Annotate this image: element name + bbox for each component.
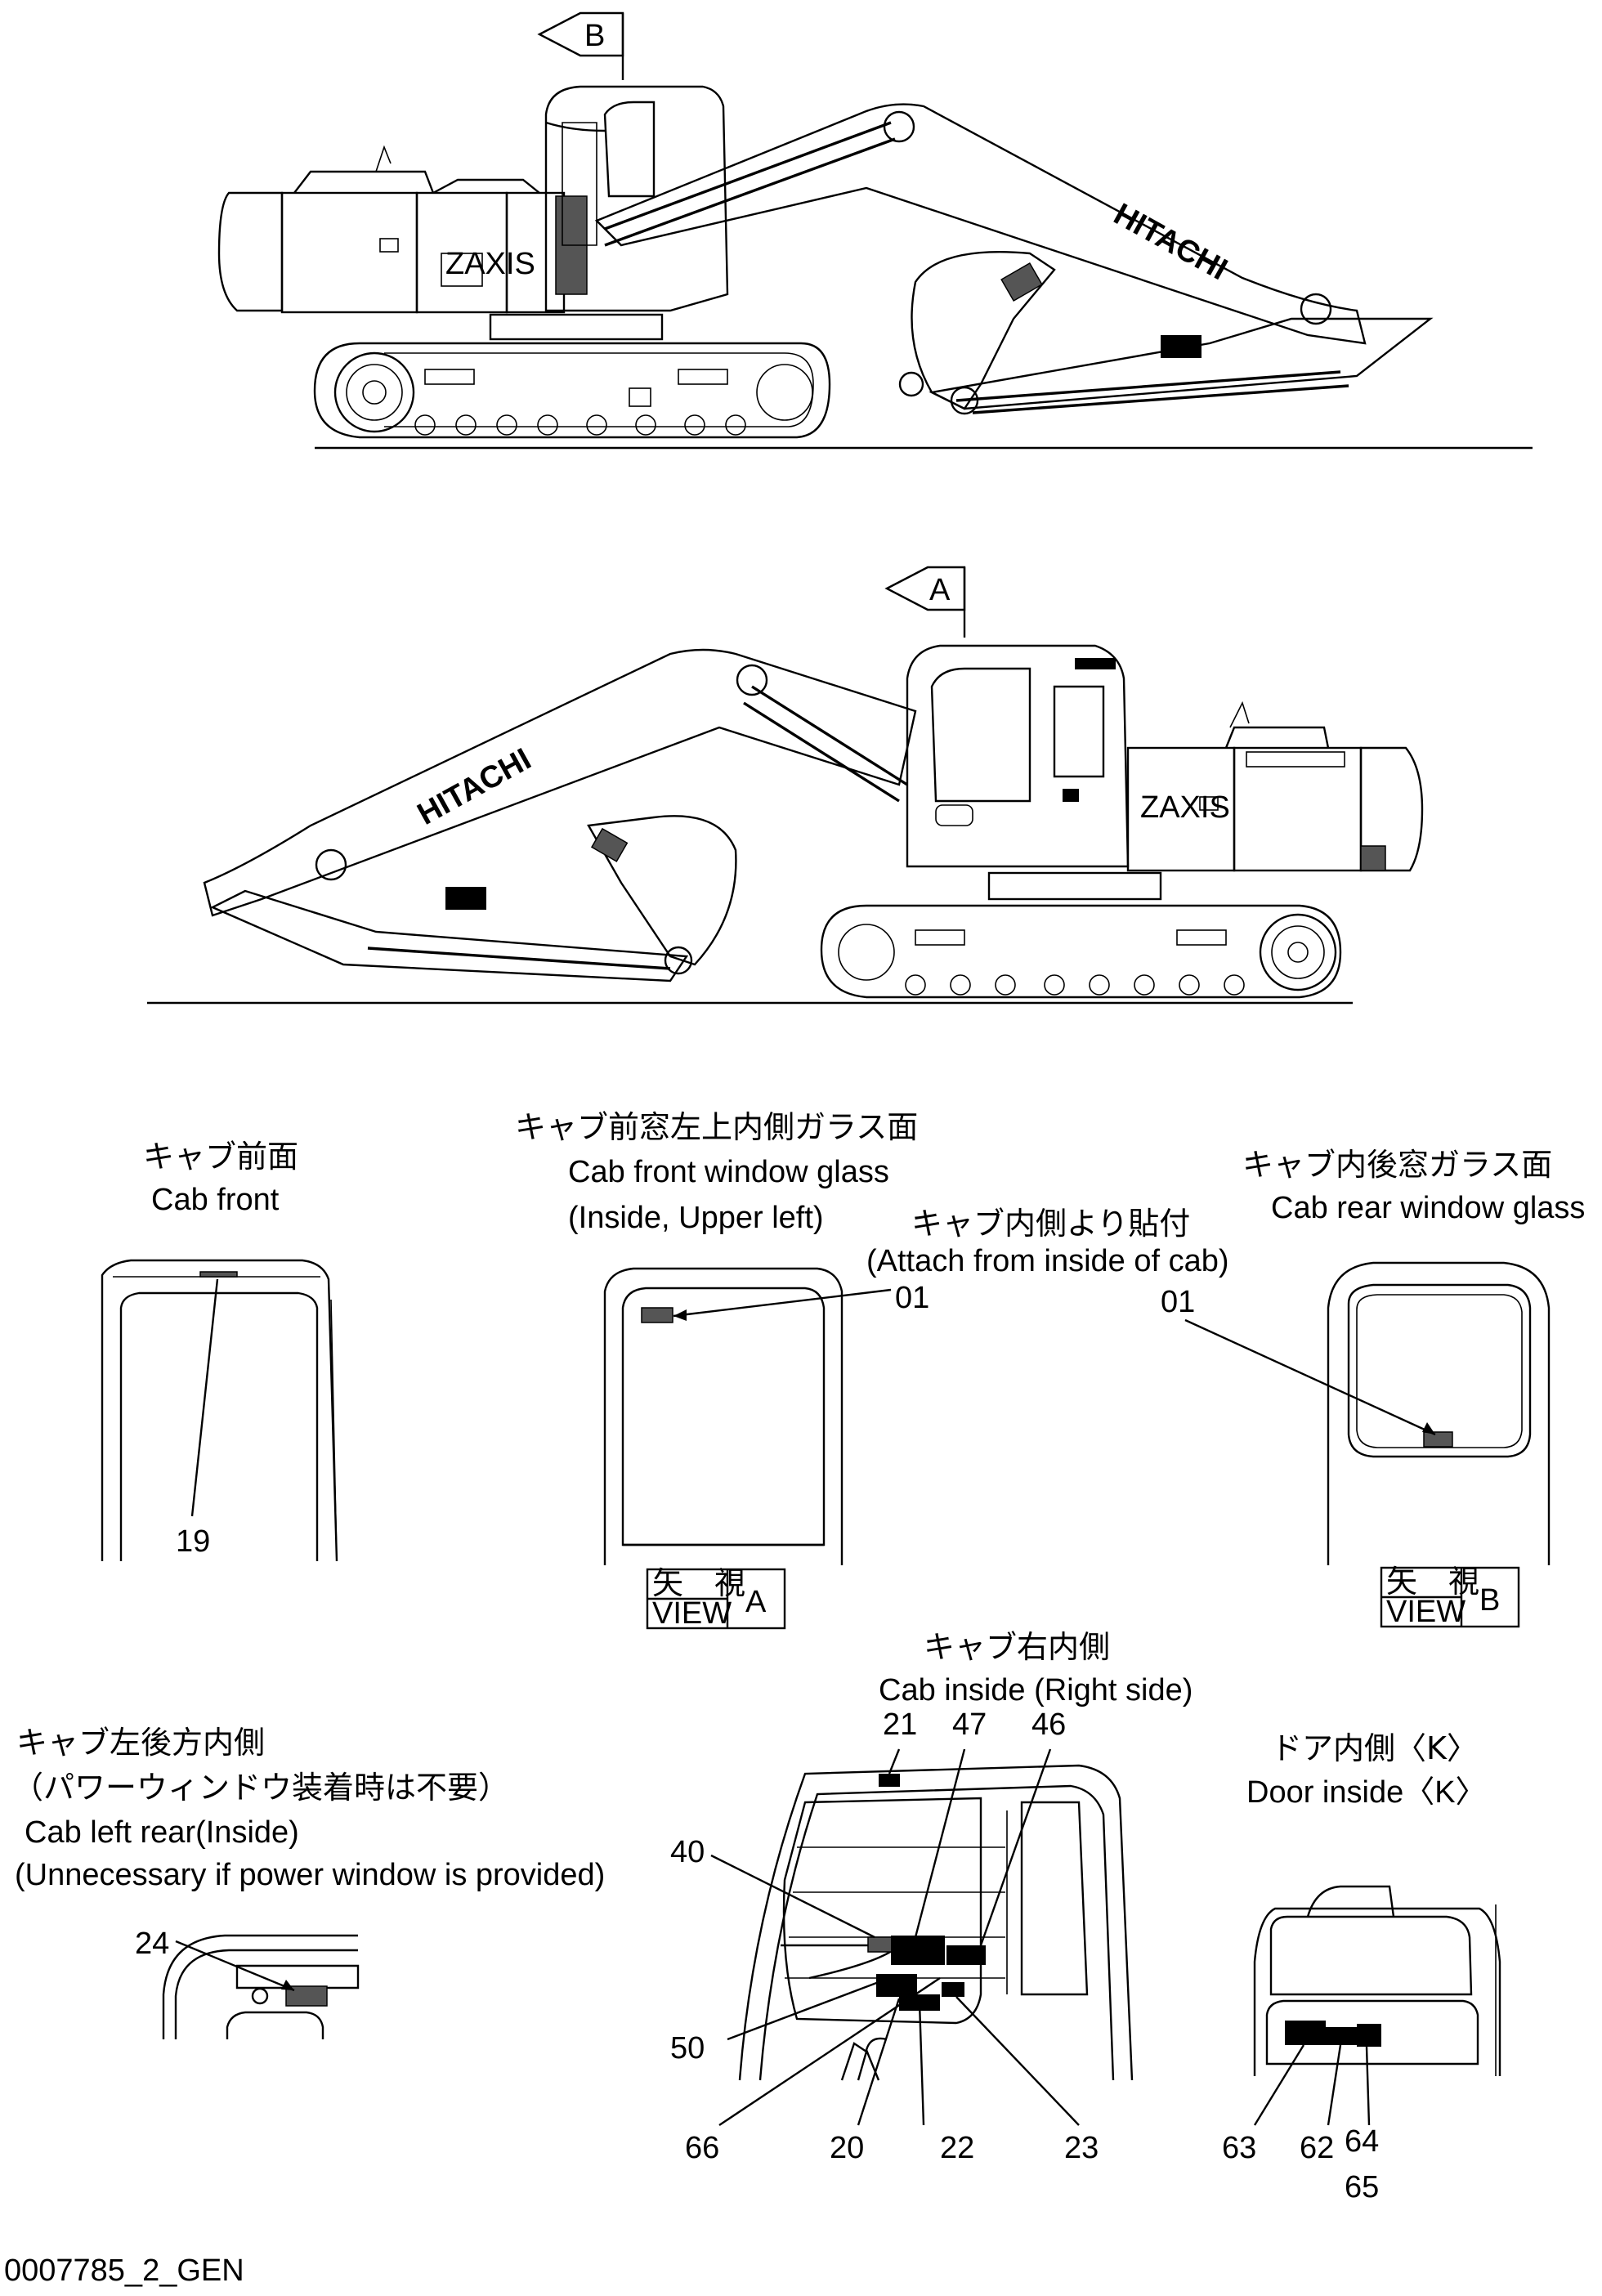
view-b-marker: B <box>537 11 624 80</box>
rear-window-drawing: 01 <box>1161 1261 1551 1565</box>
cab-front-window-title-en2: (Inside, Upper left) <box>568 1201 824 1235</box>
attach-note-en: (Attach from inside of cab) <box>866 1244 1229 1278</box>
view-a-marker: A <box>884 566 966 638</box>
cab-right-inside-section: キャブ右内側 Cab inside (Right side) <box>670 1629 1193 2165</box>
view-a-box-letter: A <box>745 1585 767 1619</box>
cab-rear-window-title-en: Cab rear window glass <box>1271 1191 1585 1225</box>
cab-right-inside-title-en: Cab inside (Right side) <box>879 1673 1193 1707</box>
model-text-bottom: ZAXIS <box>1140 790 1230 825</box>
cab-left-rear-note-jp: （パワーウィンドウ装着時は不要） <box>12 1770 509 1806</box>
model-text-top: ZAXIS <box>445 247 535 281</box>
view-b-letter: B <box>584 19 605 53</box>
view-b-jp: 矢 視 <box>1386 1564 1479 1600</box>
callout-62: 62 <box>1300 2131 1334 2165</box>
callout-40: 40 <box>670 1835 705 1869</box>
view-a-box: 矢 視 VIEW A <box>646 1565 786 1631</box>
door-inside-title-en: Door inside〈K〉 <box>1246 1775 1487 1810</box>
callout-65: 65 <box>1345 2170 1379 2204</box>
callout-23: 23 <box>1064 2131 1099 2165</box>
view-b-box-letter: B <box>1479 1583 1500 1618</box>
cab-right-inside-title-jp: キャブ右内側 <box>924 1629 1110 1665</box>
door-inside-drawing: 63 62 64 65 <box>1222 1885 1501 2204</box>
cab-left-rear-title-jp: キャブ左後方内側 <box>16 1725 265 1761</box>
door-inside-title-jp: ドア内側〈K〉 <box>1271 1730 1478 1766</box>
front-window-drawing: 01 <box>603 1267 929 1565</box>
view-b-en: VIEW <box>1386 1595 1466 1629</box>
callout-21: 21 <box>883 1707 917 1742</box>
callout-63: 63 <box>1222 2131 1256 2165</box>
callout-64: 64 <box>1345 2124 1379 2159</box>
cab-front-window-title-en1: Cab front window glass <box>568 1155 889 1189</box>
drawing-id: 0007785_2_GEN <box>4 2253 244 2288</box>
callout-01-front: 01 <box>895 1281 929 1315</box>
view-a-jp: 矢 視 <box>652 1565 745 1601</box>
callout-19: 19 <box>176 1524 210 1559</box>
left-rear-drawing: 24 <box>135 1927 360 2039</box>
cab-right-inside-drawing: 21 47 46 40 50 66 20 22 23 <box>670 1707 1134 2165</box>
cab-front-drawing: 19 <box>101 1259 338 1562</box>
callout-01-rear: 01 <box>1161 1285 1195 1319</box>
cab-left-rear-section: キャブ左後方内側 （パワーウィンドウ装着時は不要） Cab left rear(… <box>12 1725 605 2039</box>
cab-left-rear-note-en: (Unnecessary if power window is provided… <box>15 1858 605 1892</box>
callout-66: 66 <box>685 2131 719 2165</box>
view-b-box: 矢 視 VIEW B <box>1380 1564 1520 1629</box>
callout-46: 46 <box>1031 1707 1066 1742</box>
cab-front-window-title-jp: キャブ前窓左上内側ガラス面 <box>515 1109 918 1145</box>
cab-left-rear-title-en: Cab left rear(Inside) <box>25 1815 299 1850</box>
callout-22: 22 <box>940 2131 974 2165</box>
cab-front-section: キャブ前面 Cab front 19 <box>101 1139 338 1562</box>
callout-50: 50 <box>670 2031 705 2066</box>
callout-20: 20 <box>830 2131 864 2165</box>
cab-front-window-section: キャブ前窓左上内側ガラス面 Cab front window glass (In… <box>515 1109 1229 1631</box>
excavator-left-view: B <box>217 11 1533 450</box>
excavator-right-view: A HITACHI <box>147 566 1424 1005</box>
cab-front-title-jp: キャブ前面 <box>143 1139 298 1175</box>
attach-note-jp: キャブ内側より貼付 <box>911 1206 1190 1242</box>
callout-47: 47 <box>952 1707 987 1742</box>
cab-rear-window-section: キャブ内後窓ガラス面 Cab rear window glass 01 矢 視 … <box>1161 1147 1585 1629</box>
cab-front-title-en: Cab front <box>151 1183 280 1217</box>
door-inside-section: ドア内側〈K〉 Door inside〈K〉 63 62 64 65 <box>1222 1730 1501 2204</box>
cab-rear-window-title-jp: キャブ内後窓ガラス面 <box>1242 1147 1552 1183</box>
view-a-letter: A <box>929 573 951 607</box>
callout-24: 24 <box>135 1927 169 1961</box>
view-a-en: VIEW <box>652 1596 732 1631</box>
brand-text-top: HITACHI <box>1108 197 1233 287</box>
